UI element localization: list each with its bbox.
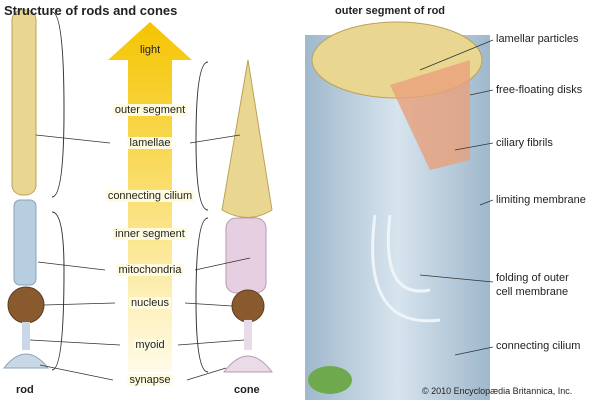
label-connecting-cilium: connecting cilium (105, 190, 195, 202)
label-synapse: synapse (127, 374, 173, 386)
label-lamellae: lamellae (127, 137, 173, 149)
label-nucleus: nucleus (129, 297, 171, 309)
light-label: light (140, 44, 161, 56)
label-ciliary-fibrils: ciliary fibrils (496, 137, 553, 149)
label-folding-outer: folding of outer (496, 272, 569, 284)
leader-lines (29, 134, 251, 381)
label-inner-segment: inner segment (113, 228, 187, 240)
label-limiting-membrane: limiting membrane (496, 194, 586, 206)
cone-cell (221, 59, 274, 373)
right-title: outer segment of rod (335, 5, 446, 17)
label-free-floating-disks: free-floating disks (496, 84, 583, 96)
left-title: Structure of rods and cones (4, 3, 178, 18)
brackets (51, 11, 209, 373)
label-myoid: myoid (133, 339, 167, 351)
label-connecting-cilium-right: connecting cilium (496, 340, 581, 352)
right-leader-lines (419, 39, 494, 356)
rod-outer-segment (305, 21, 490, 400)
label-cell-membrane: cell membrane (496, 286, 569, 298)
copyright: © 2010 Encyclopædia Britannica, Inc. (422, 386, 573, 396)
rod-cell: for(let y=18;y<195;y+=5)document.write('… (2, 9, 50, 369)
label-mitochondria: mitochondria (116, 264, 184, 276)
label-outer-segment: outer segment (112, 104, 188, 116)
rod-label: rod (16, 384, 34, 396)
cone-label: cone (234, 384, 260, 396)
label-lamellar-particles: lamellar particles (496, 33, 579, 45)
